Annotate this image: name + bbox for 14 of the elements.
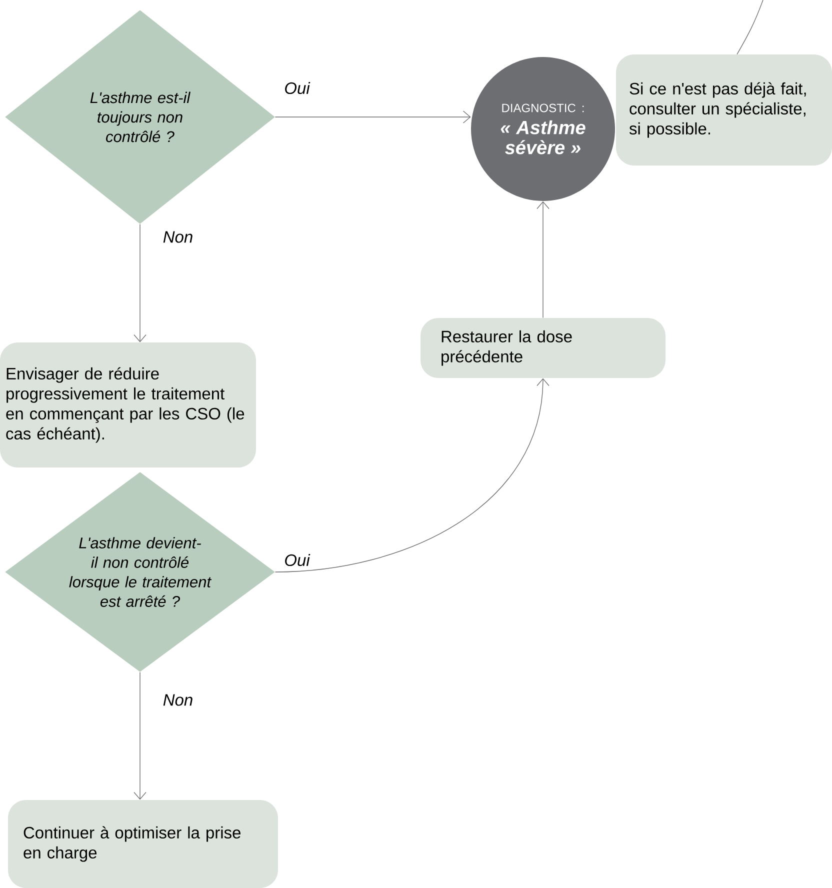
edge-label: Oui — [283, 80, 311, 96]
edge-label: Oui — [283, 552, 311, 568]
leader-line — [736, 0, 764, 55]
arrow — [536, 201, 550, 318]
arrow — [134, 672, 146, 800]
edge-label: Non — [162, 693, 194, 707]
edge-label: Non — [162, 230, 194, 244]
note-box: Si ce n'est pas déjà fait, consulter un spécialiste, si possible. — [616, 54, 832, 166]
action-box: Continuer à optimiser la prise en charge — [8, 800, 278, 888]
action-box: Envisager de réduire progressivement le traitement en commençant par les CSO (le cas échéant). — [0, 342, 256, 468]
arrow — [134, 224, 146, 342]
action-box: Restaurer la dose précédente — [420, 318, 666, 378]
arrow — [274, 110, 471, 124]
arrow — [274, 378, 550, 572]
